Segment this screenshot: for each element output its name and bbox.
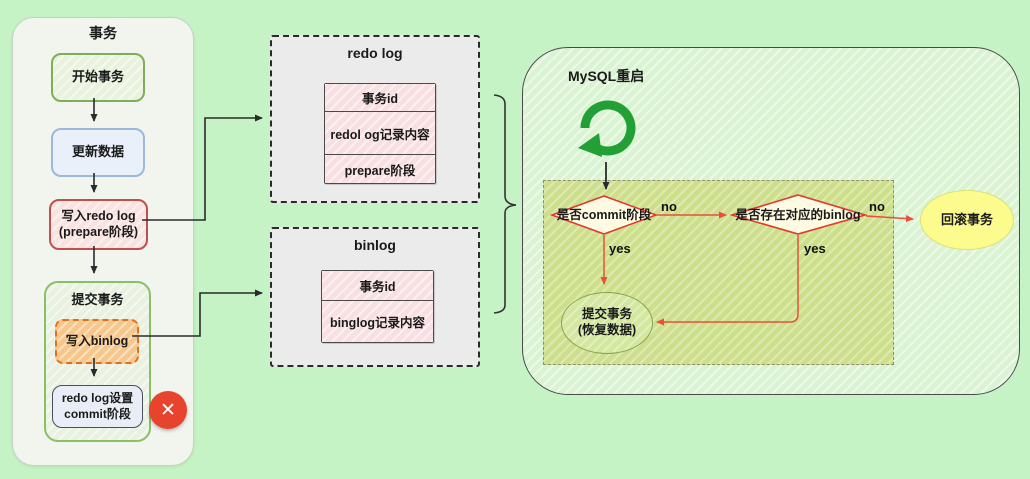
binlog-title: binlog	[354, 237, 396, 253]
commit-recover-line1: 提交事务	[581, 307, 632, 322]
commit-transaction-group: 提交事务 写入binlog redo log设置 commit阶段	[44, 281, 151, 442]
rollback-ellipse: 回滚事务	[920, 190, 1014, 250]
binlog-table: 事务id binglog记录内容	[321, 270, 434, 343]
set-commit-line2: commit阶段	[64, 406, 131, 421]
write-redo-log-node: 写入redo log (prepare阶段)	[49, 199, 148, 250]
set-commit-node: redo log设置 commit阶段	[52, 385, 143, 428]
redo-log-row-txid: 事务id	[325, 84, 435, 111]
write-redo-log-line1: 写入redo log	[61, 208, 136, 223]
redo-log-table: 事务id redol og记录内容 prepare阶段	[324, 83, 436, 184]
transaction-panel: 事务 开始事务 更新数据 写入redo log (prepare阶段) 提交事务…	[12, 17, 194, 466]
mysql-restart-panel: MySQL重启 回滚事务 提交事务 (恢复数据)	[522, 47, 1020, 395]
binlog-row-txid: 事务id	[322, 271, 433, 300]
commit-recover-ellipse: 提交事务 (恢复数据)	[561, 292, 653, 354]
commit-recover-line2: (恢复数据)	[577, 323, 637, 337]
redo-log-row-prepare: prepare阶段	[325, 154, 435, 183]
binlog-panel: binlog 事务id binglog记录内容	[270, 227, 480, 367]
restart-icon	[578, 100, 636, 157]
update-data-node: 更新数据	[51, 128, 145, 177]
redo-log-title: redo log	[347, 45, 403, 61]
mysql-restart-title: MySQL重启	[568, 68, 645, 84]
group-brace	[493, 94, 517, 314]
restart-icon-ring	[580, 100, 636, 156]
restart-icon-arrowhead	[578, 133, 602, 157]
start-transaction-node: 开始事务	[51, 53, 145, 102]
write-redo-log-line2: (prepare阶段)	[58, 224, 139, 239]
set-commit-line1: redo log设置	[61, 390, 134, 405]
transaction-panel-title: 事务	[89, 25, 117, 41]
write-binlog-node: 写入binlog	[55, 319, 139, 364]
crash-x-icon: ✕	[149, 391, 187, 429]
redo-log-row-content: redol og记录内容	[325, 111, 435, 154]
commit-group-title: 提交事务	[71, 292, 124, 307]
binlog-row-content: binglog记录内容	[322, 300, 433, 342]
redo-log-panel: redo log 事务id redol og记录内容 prepare阶段	[270, 35, 480, 203]
